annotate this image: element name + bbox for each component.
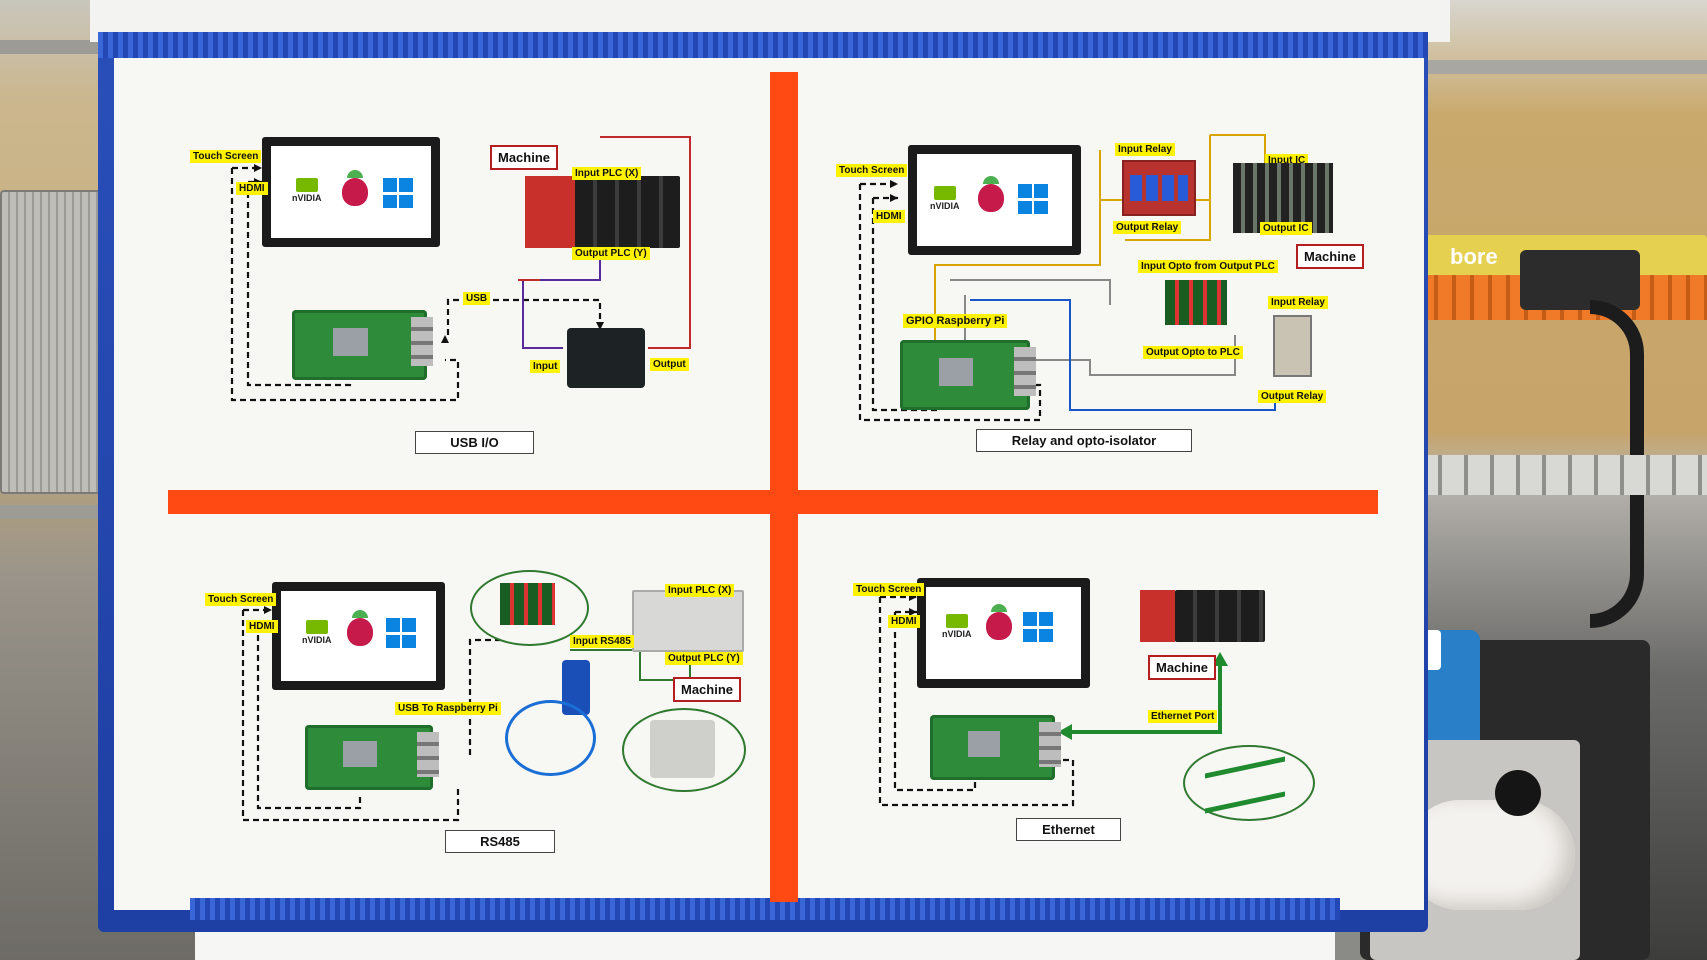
plc-cpu-module: [525, 176, 575, 248]
input-plc-label: Input PLC (X): [572, 167, 642, 180]
nvidia-logo-icon: nVIDIA: [292, 178, 322, 203]
machine-label: Machine: [673, 677, 742, 702]
input-label: Input: [530, 360, 561, 373]
input-relay-label: Input Relay: [1115, 143, 1175, 156]
output-plc-label: Output PLC (Y): [665, 652, 743, 665]
output-opto-label: Output Opto to PLC: [1143, 346, 1243, 359]
frame-bottom-edge: [190, 898, 1340, 920]
input-relay-label: Input Relay: [1268, 296, 1328, 309]
usb-to-pi-label: USB To Raspberry Pi: [395, 702, 501, 715]
din-rail-terminals: [1390, 455, 1707, 495]
plc-cpu-module: [1140, 590, 1175, 642]
raspberry-pi-logo-icon: [986, 604, 1012, 640]
output-ic-label: Output IC: [1260, 222, 1312, 235]
ethernet-port-label: Ethernet Port: [1148, 710, 1218, 723]
windows-logo-icon: [1023, 612, 1053, 642]
ic-board: [1233, 163, 1333, 233]
divider-vertical: [770, 72, 798, 902]
usb-cable-icon: [505, 700, 596, 776]
brand-label: bore: [1450, 244, 1498, 269]
nvidia-logo-icon: nVIDIA: [930, 186, 960, 211]
solid-state-relay: [1273, 315, 1312, 377]
input-plc-label: Input PLC (X): [665, 584, 735, 597]
raspberry-pi-board: [292, 310, 433, 380]
touch-screen-label: Touch Screen: [190, 150, 262, 163]
opto-isolator-board: [1165, 280, 1227, 325]
frame-top-edge: [98, 32, 1428, 58]
rs485-terminal-adapter: [500, 583, 555, 625]
rack-shelf: [1380, 60, 1707, 74]
divider-horizontal: [168, 490, 1378, 514]
panel-caption-ethernet: Ethernet: [1016, 818, 1121, 841]
raspberry-pi-logo-icon: [978, 176, 1004, 212]
windows-logo-icon: [383, 178, 413, 208]
knob: [1495, 770, 1541, 816]
windows-logo-icon: [386, 618, 416, 648]
gpio-label: GPIO Raspberry Pi: [903, 314, 1008, 328]
hdmi-label: HDMI: [888, 615, 920, 628]
raspberry-pi-logo-icon: [347, 610, 373, 646]
raspberry-pi-board: [900, 340, 1036, 410]
ethernet-cable-bubble: [1183, 745, 1315, 821]
raspberry-pi-board: [305, 725, 439, 790]
touch-screen-label: Touch Screen: [205, 593, 277, 606]
d-sub-connector: [1520, 250, 1640, 310]
machine-label: Machine: [1148, 655, 1217, 680]
windows-logo-icon: [1018, 184, 1048, 214]
output-label: Output: [650, 358, 689, 371]
touch-screen-label: Touch Screen: [853, 583, 925, 596]
touch-screen-label: Touch Screen: [836, 164, 908, 177]
output-relay-label: Output Relay: [1258, 390, 1327, 403]
output-plc-label: Output PLC (Y): [572, 247, 650, 260]
plc-io-modules: [1175, 590, 1265, 642]
plc-unit: [632, 590, 744, 652]
nvidia-logo-icon: nVIDIA: [302, 620, 332, 645]
output-relay-label: Output Relay: [1113, 221, 1182, 234]
input-opto-label: Input Opto from Output PLC: [1138, 260, 1278, 273]
hdmi-label: HDMI: [236, 182, 268, 195]
machine-label: Machine: [1296, 244, 1365, 269]
raspberry-pi-logo-icon: [342, 170, 368, 206]
input-rs485-label: Input RS485: [570, 635, 634, 648]
hdmi-label: HDMI: [246, 620, 278, 633]
white-roller: [1405, 800, 1575, 910]
relay-module: [1122, 160, 1196, 216]
machine-label: Machine: [490, 145, 559, 170]
panel-caption-rs485: RS485: [445, 830, 555, 853]
plc-port-closeup: [650, 720, 715, 778]
usb-label: USB: [463, 292, 491, 305]
plc-io-modules: [575, 176, 680, 248]
panel-caption-relay: Relay and opto-isolator: [976, 429, 1192, 452]
usb-io-module: [567, 328, 645, 388]
raspberry-pi-board: [930, 715, 1061, 780]
nvidia-logo-icon: nVIDIA: [942, 614, 972, 639]
panel-caption-usb: USB I/O: [415, 431, 534, 454]
hdmi-label: HDMI: [873, 210, 905, 223]
